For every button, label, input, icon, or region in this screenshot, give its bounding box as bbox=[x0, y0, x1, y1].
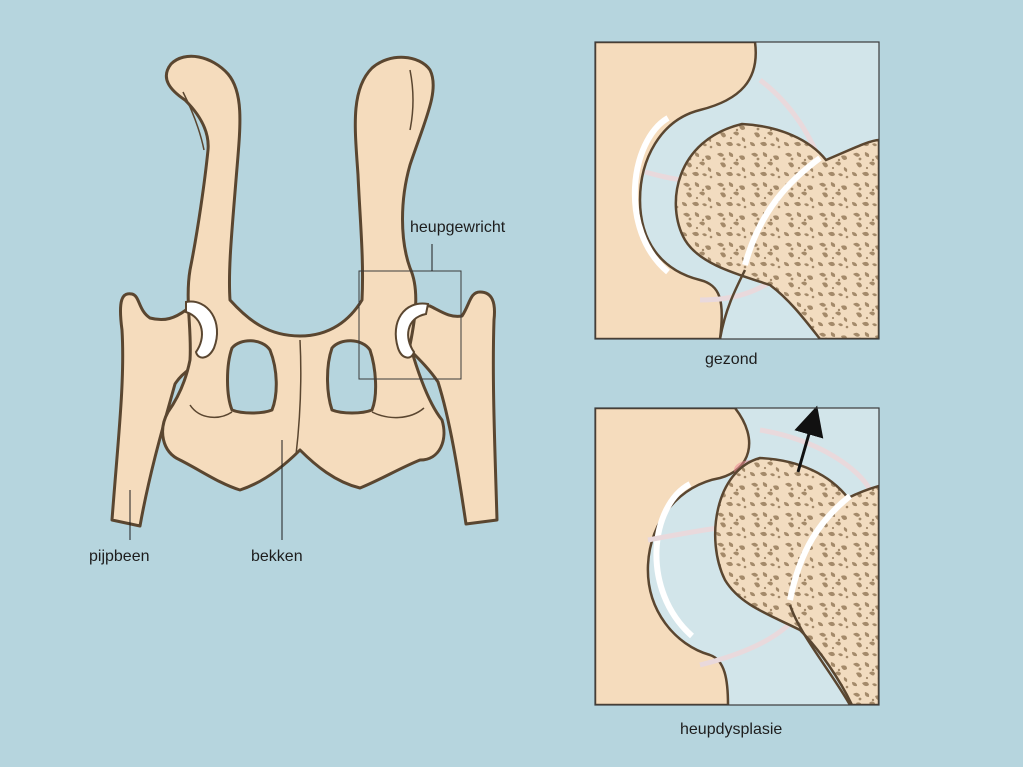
label-healthy: gezond bbox=[705, 351, 758, 368]
healthy-femoral-head bbox=[674, 122, 879, 339]
label-femur: pijpbeen bbox=[89, 548, 150, 565]
inset-dysplasia bbox=[594, 405, 880, 706]
arrow-icon bbox=[794, 405, 824, 473]
left-femur bbox=[110, 292, 214, 528]
leader-lines bbox=[129, 244, 433, 540]
pelvis-illustration bbox=[110, 54, 499, 528]
label-hip-joint: heupgewricht bbox=[410, 219, 506, 236]
right-obturator-foramen bbox=[326, 339, 378, 415]
inset-healthy bbox=[594, 41, 880, 340]
left-obturator-foramen bbox=[226, 339, 278, 415]
label-hip-dysplasia: heupdysplasie bbox=[680, 721, 783, 738]
pelvis bbox=[161, 54, 446, 492]
left-hip-cartilage bbox=[185, 300, 219, 359]
healthy-socket-bone bbox=[595, 42, 757, 339]
right-hip-cartilage bbox=[394, 302, 430, 359]
right-femur bbox=[403, 290, 499, 526]
label-pelvis: bekken bbox=[251, 548, 303, 565]
hip-joint-zoom-box bbox=[358, 270, 462, 380]
